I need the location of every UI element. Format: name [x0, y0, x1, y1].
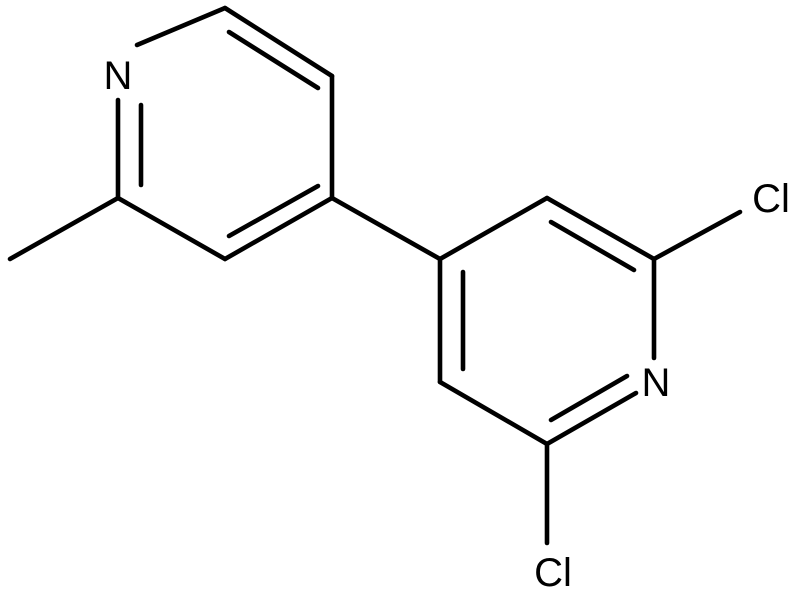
- atom-labels: N N Cl Cl: [104, 54, 790, 595]
- bond-biaryl: [329, 195, 443, 262]
- chlorine-label-top: Cl: [752, 177, 790, 221]
- bond-n1-c2: [134, 5, 228, 48]
- bond-c2p-cl: [651, 209, 743, 262]
- bond-c4-c5: [222, 195, 335, 262]
- bond-c3p-c2p-inner: [548, 219, 637, 273]
- bond-c2-c3-inner: [226, 29, 321, 91]
- methylpyridine-ring: [7, 5, 335, 262]
- bond-c4-c5-inner: [226, 183, 321, 239]
- bond-methyl: [7, 195, 121, 262]
- chlorine-label-bottom: Cl: [534, 551, 572, 595]
- bond-c4p-c3p: [437, 195, 550, 262]
- nitrogen-label-ring1: N: [104, 54, 133, 98]
- bond-c5-c6: [115, 195, 228, 262]
- bond-c6p-c5p: [437, 379, 550, 447]
- bond-n-c6p: [544, 390, 639, 447]
- bond-c2-c3: [222, 5, 335, 79]
- bond-n-c6p-inner: [548, 373, 630, 423]
- nitrogen-label-ring2: N: [642, 361, 671, 405]
- bond-c3p-c2p: [544, 195, 657, 262]
- dichloropyridine-ring: [437, 195, 743, 546]
